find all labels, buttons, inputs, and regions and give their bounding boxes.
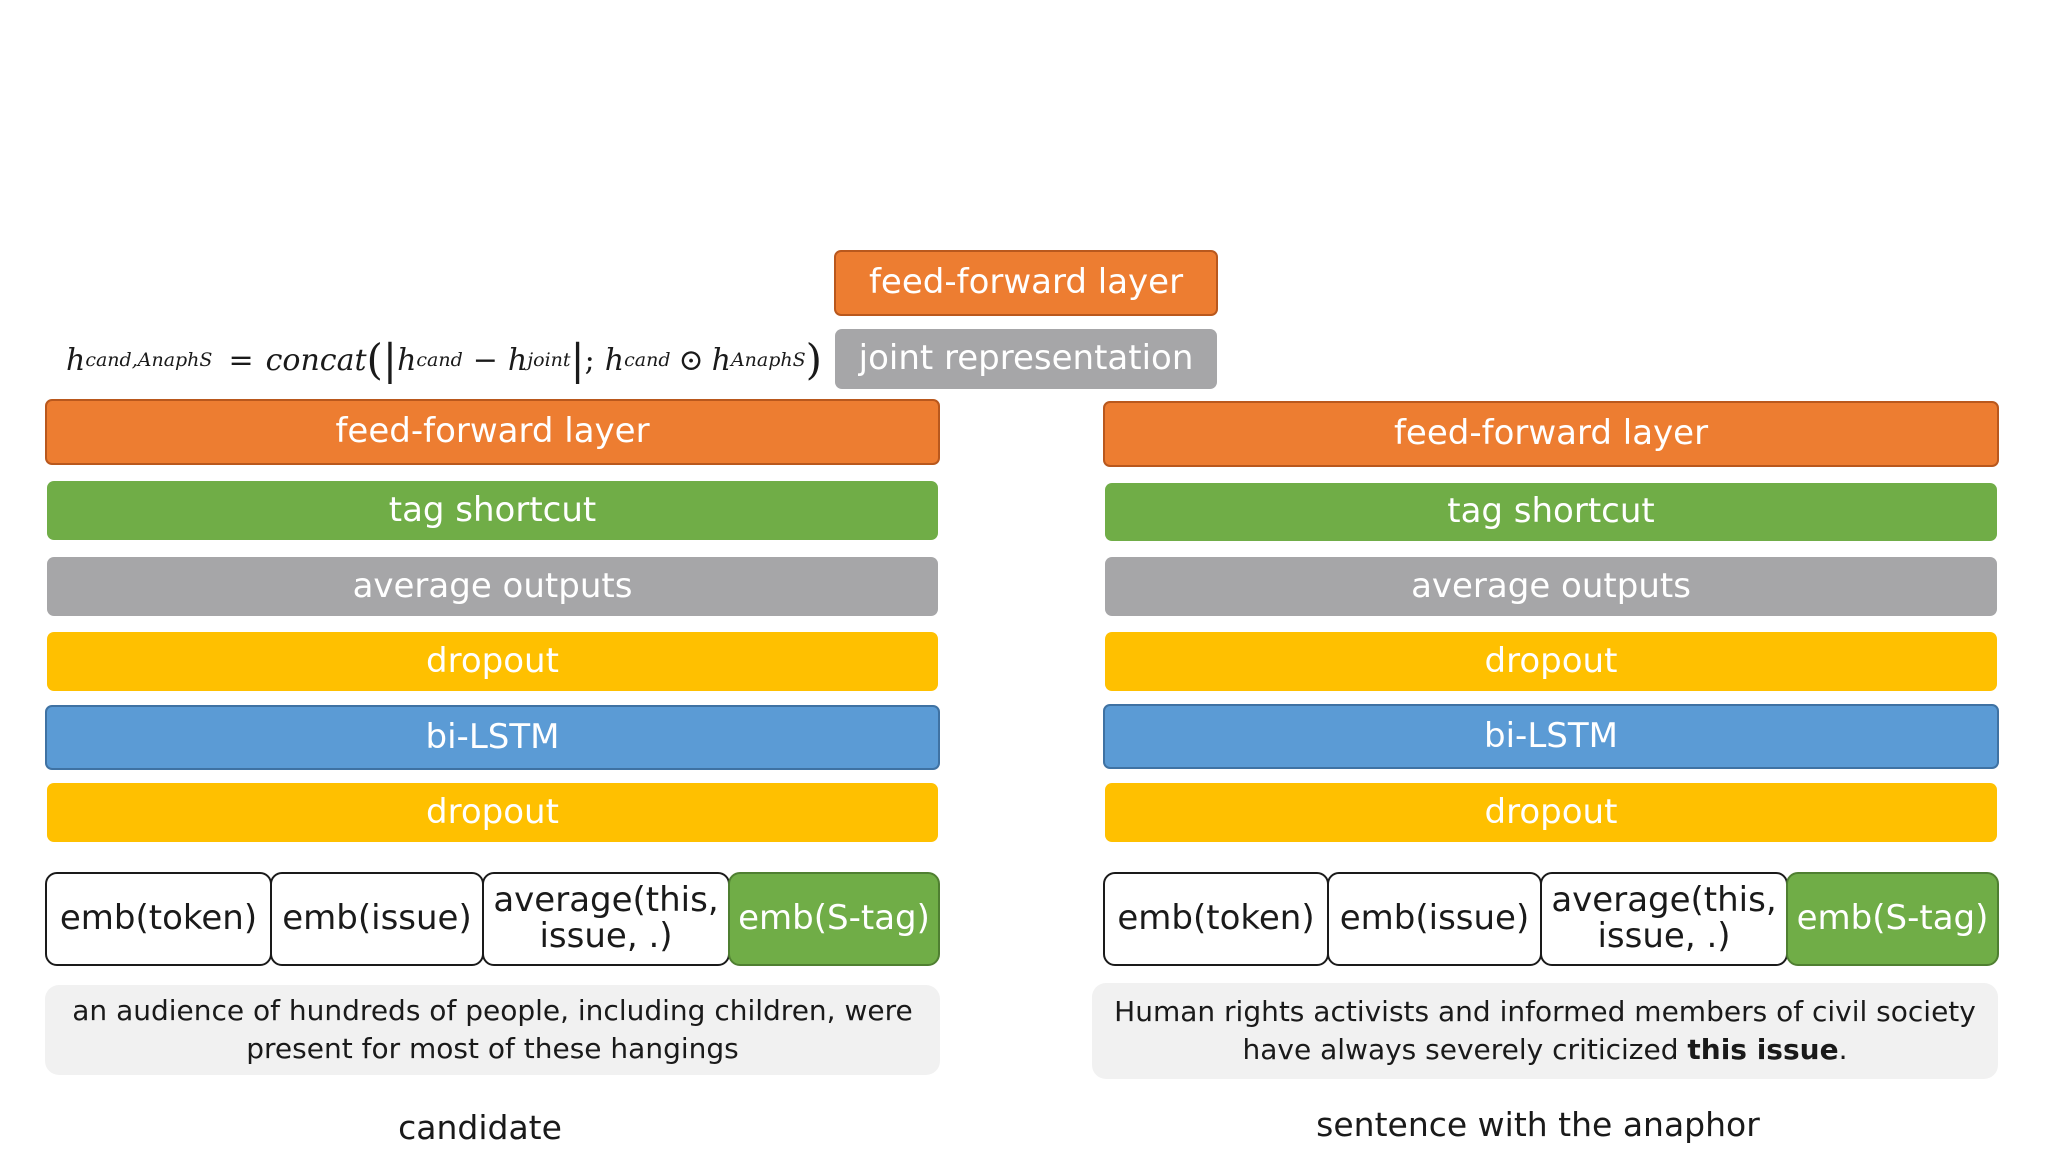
right-dropout-lower: dropout — [1105, 783, 1997, 842]
right-average-outputs: average outputs — [1105, 557, 1997, 616]
right-sentence-post: . — [1838, 1033, 1848, 1066]
left-emb-issue: emb(issue) — [270, 872, 484, 966]
formula-minus: − — [472, 342, 498, 378]
formula-h4-sub: AnaphS — [730, 349, 806, 371]
formula-lhs-sub: cand,AnaphS — [85, 349, 213, 371]
left-emb-token: emb(token) — [45, 872, 272, 966]
right-anaphor-sentence: Human rights activists and informed memb… — [1092, 983, 1998, 1079]
left-average-outputs: average outputs — [47, 557, 938, 616]
left-dropout-lower: dropout — [47, 783, 938, 842]
formula-eq: = — [228, 342, 254, 378]
left-tag-shortcut: tag shortcut — [47, 481, 938, 540]
left-emb-s-tag: emb(S-tag) — [728, 872, 940, 966]
formula-h4: h — [711, 342, 731, 378]
formula-bar-right: | — [570, 335, 585, 384]
right-emb-s-tag: emb(S-tag) — [1786, 872, 1999, 966]
right-tag-shortcut: tag shortcut — [1105, 483, 1997, 541]
left-bi-lstm: bi-LSTM — [45, 705, 940, 770]
right-sentence-text: Human rights activists and informed memb… — [1110, 993, 1980, 1069]
left-caption: candidate — [398, 1108, 562, 1147]
top-feed-forward-layer: feed-forward layer — [834, 250, 1218, 316]
formula-h2: h — [507, 342, 528, 378]
formula-bar-left: | — [382, 335, 398, 384]
formula-h3-sub: cand — [624, 349, 671, 371]
formula-semi: ; — [584, 342, 595, 378]
formula-h1: h — [397, 342, 417, 378]
joint-representation: joint representation — [835, 329, 1217, 389]
formula-close: ) — [805, 335, 823, 384]
right-caption: sentence with the anaphor — [1316, 1105, 1760, 1144]
right-emb-token: emb(token) — [1103, 872, 1329, 966]
right-emb-issue: emb(issue) — [1327, 872, 1542, 966]
left-feed-forward-layer: feed-forward layer — [45, 399, 940, 465]
left-emb-average: average(this, issue, .) — [482, 872, 730, 966]
left-dropout-upper: dropout — [47, 632, 938, 691]
right-sentence-pre: Human rights activists and informed memb… — [1114, 995, 1976, 1066]
formula-h3: h — [604, 342, 625, 378]
right-bi-lstm: bi-LSTM — [1103, 704, 1999, 769]
right-dropout-upper: dropout — [1105, 632, 1997, 691]
left-candidate-sentence: an audience of hundreds of people, inclu… — [45, 985, 940, 1075]
right-sentence-anaphor: this issue — [1687, 1033, 1839, 1066]
formula-concat: concat — [265, 342, 367, 378]
formula-lhs: h — [66, 342, 86, 378]
formula-h1-sub: cand — [416, 349, 463, 371]
right-emb-average: average(this, issue, .) — [1540, 872, 1788, 966]
right-feed-forward-layer: feed-forward layer — [1103, 401, 1999, 467]
formula-h2-sub: joint — [527, 349, 571, 371]
formula-odot: ⊙ — [678, 342, 704, 378]
formula-open: ( — [366, 335, 383, 384]
